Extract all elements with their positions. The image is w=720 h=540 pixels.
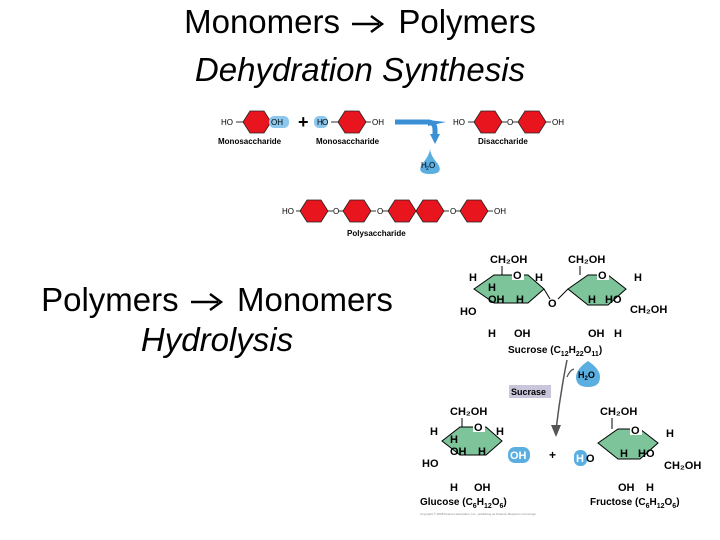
water-drop-icon: H 2 O	[420, 148, 440, 174]
o-link: O	[507, 118, 513, 127]
oh-group: OH	[488, 294, 505, 306]
fructose-ring	[597, 428, 659, 460]
glucose-ring	[441, 426, 503, 456]
polysaccharide: HO O O O OH Polysaccharide	[282, 199, 506, 238]
hydrolysis-title-line1: Polymers Monomers	[12, 282, 422, 318]
o-link: O	[333, 207, 339, 216]
ho-group: HO	[453, 118, 465, 127]
ch2oh-group: CH₂OH	[450, 406, 487, 418]
water-formula: H2O	[578, 370, 595, 382]
monomers-word: Monomers	[184, 3, 340, 40]
glucose-ring	[473, 274, 545, 304]
ho-group: HO	[422, 458, 439, 470]
water-sub: 2	[426, 166, 429, 172]
hexagon-ring	[337, 110, 367, 134]
ring-oxygen: O	[631, 425, 640, 437]
oh-group: OH	[588, 328, 605, 340]
hexagon-ring	[242, 110, 272, 134]
plus-sign: +	[298, 112, 309, 132]
ho-group: HO	[605, 294, 622, 306]
ring-oxygen: O	[474, 422, 483, 434]
water-h: H	[421, 161, 427, 170]
oh-group: OH	[494, 207, 506, 216]
ho-group: HO	[221, 118, 233, 127]
h-atom: H	[488, 328, 496, 340]
monomers-word-2: Monomers	[236, 281, 393, 318]
monosaccharide-2: H O OH Monosaccharide	[314, 110, 384, 146]
h-atom: H	[496, 426, 504, 438]
disaccharide: HO O OH Disaccharide	[453, 110, 564, 146]
disaccharide-label: Disaccharide	[478, 137, 528, 146]
h-atom: H	[516, 294, 524, 306]
glucose-label: Glucose (C6H12O6)	[420, 497, 507, 510]
sucrose-label: Sucrose (C12H22O11)	[508, 345, 602, 358]
polymers-word-2: Polymers	[41, 281, 179, 318]
h-atom: H	[666, 428, 674, 440]
oh-group: OH	[618, 482, 635, 494]
h-atom: H	[620, 448, 628, 460]
h-atom: H	[588, 294, 596, 306]
oh-group-highlight: OH	[510, 450, 527, 462]
polymers-word: Polymers	[398, 3, 536, 40]
glucose-molecule: CH₂OH O H H H OH H HO OH H OH Glucose (C…	[420, 406, 530, 510]
h-atom: H	[535, 272, 543, 284]
fructose-ring	[567, 274, 627, 306]
oh-group: OH	[271, 118, 283, 127]
slide-title-line1: Monomers Polymers	[0, 4, 720, 40]
ho-group: HO	[638, 448, 655, 460]
ring-oxygen: O	[513, 270, 522, 282]
o-atom: O	[322, 118, 328, 127]
plus-sign: +	[549, 448, 556, 462]
right-arrow-icon-2	[190, 293, 223, 312]
o-link: O	[377, 207, 383, 216]
ch2oh-group: CH₂OH	[568, 254, 605, 266]
right-arrow-icon	[352, 15, 385, 34]
fructose-molecule: H O CH₂OH O H H HO CH₂OH OH H Fructose (…	[574, 406, 701, 510]
ho-group: HO	[282, 207, 294, 216]
h-atom: H	[614, 328, 622, 340]
oh-group: OH	[474, 482, 491, 494]
h-atom: H	[634, 272, 642, 284]
hydrolysis-figure: CH₂OH O H H H OH H HO H OH O CH₂OH O H H…	[420, 254, 701, 516]
ch2oh-group: CH₂OH	[630, 304, 667, 316]
fructose-label: Fructose (C6H12O6)	[590, 497, 680, 510]
h-atom: H	[317, 118, 323, 127]
ch2oh-group: CH₂OH	[664, 460, 701, 472]
enzyme-box	[509, 385, 551, 398]
oh-group: OH	[450, 446, 467, 458]
water-drop-icon: H2O	[576, 361, 600, 387]
ch2oh-group: CH₂OH	[490, 254, 527, 266]
ho-group: HO	[460, 306, 477, 318]
h-atom: H	[646, 482, 654, 494]
h-atom: H	[469, 272, 477, 284]
hydrolysis-arrow	[555, 359, 568, 431]
dehydration-figure: HO OH Monosaccharide + H O OH Monosaccha…	[218, 110, 564, 238]
oh-group: OH	[514, 328, 531, 340]
glycosidic-oxygen: O	[548, 298, 557, 310]
o-link: O	[450, 207, 456, 216]
h-atom: H	[488, 282, 496, 294]
ch2oh-group: CH₂OH	[600, 406, 637, 418]
monosaccharide-1: HO OH Monosaccharide	[218, 110, 289, 146]
h-atom: H	[478, 446, 486, 458]
h-atom: H	[430, 426, 438, 438]
monosaccharide-label-2: Monosaccharide	[316, 137, 380, 146]
dehydration-title: Dehydration Synthesis	[194, 51, 526, 88]
o-atom: O	[586, 453, 595, 465]
ring-oxygen: O	[598, 270, 607, 282]
oh-group: OH	[552, 118, 564, 127]
h-atom-highlight: H	[576, 453, 584, 465]
h-atom: H	[450, 482, 458, 494]
h-atom: H	[450, 434, 458, 446]
sucrase-label: Sucrase	[511, 387, 546, 397]
copyright-text: Copyright © 2008 Pearson Education, Inc.…	[420, 512, 537, 516]
monosaccharide-label-1: Monosaccharide	[218, 137, 282, 146]
water-o: O	[429, 161, 435, 170]
sucrose-molecule: CH₂OH O H H H OH H HO H OH O CH₂OH O H H…	[460, 254, 667, 358]
oh-group: OH	[372, 118, 384, 127]
hydrolysis-title: Hydrolysis	[140, 321, 294, 358]
polysaccharide-label: Polysaccharide	[347, 229, 406, 238]
